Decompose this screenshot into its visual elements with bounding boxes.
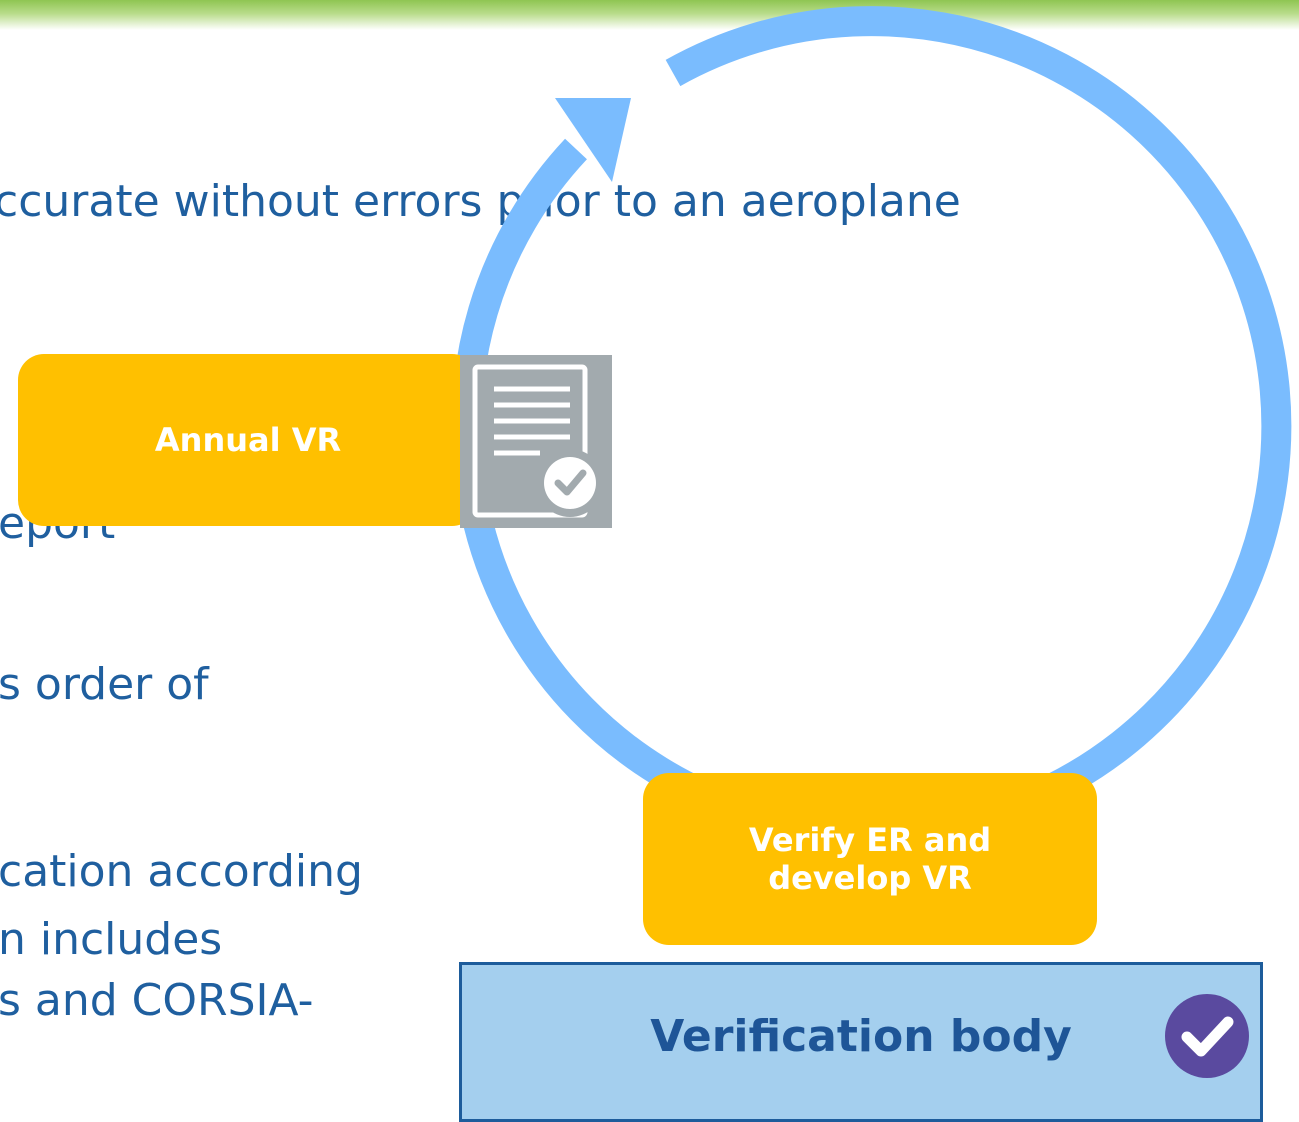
annual-vr-label: Annual VR: [154, 421, 342, 459]
body-text-line-4: cation according: [0, 846, 363, 897]
verification-body-box: Verification body: [459, 962, 1263, 1122]
verify-label-line-2: develop VR: [768, 859, 972, 897]
body-text-line-5: n includes: [0, 914, 223, 965]
body-text-line-6: s and CORSIA-: [0, 975, 314, 1026]
verify-label-line-1: Verify ER and: [748, 820, 992, 859]
check-circle-icon: [1165, 994, 1249, 1078]
body-text-line-3: s order of: [0, 659, 209, 710]
verification-body-label: Verification body: [650, 1011, 1072, 1062]
annual-vr-step: Annual VR: [18, 354, 478, 526]
document-check-icon: [460, 355, 612, 528]
top-gradient-band: [0, 0, 1299, 30]
body-text-line-1: ccurate without errors prior to an aerop…: [0, 176, 961, 227]
cycle-arrowhead: [555, 98, 631, 182]
verify-er-step: Verify ER and develop VR: [643, 773, 1097, 945]
